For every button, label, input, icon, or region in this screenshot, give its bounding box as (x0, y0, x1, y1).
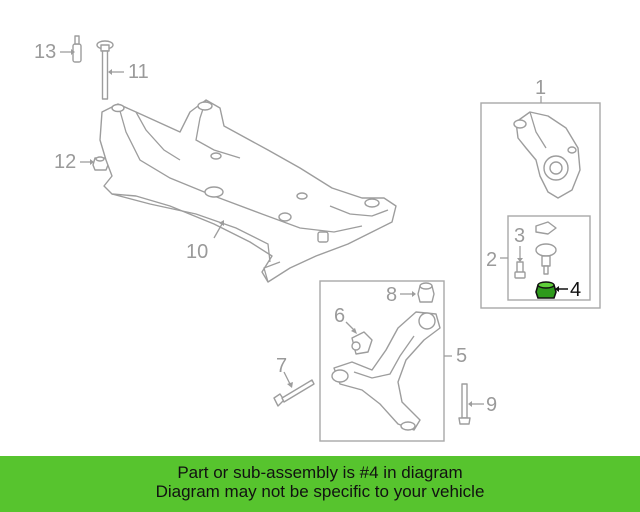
part-11-long-bolt[interactable] (96, 40, 114, 100)
info-banner: Part or sub-assembly is #4 in diagram Di… (0, 456, 640, 512)
part-9-bolt[interactable] (458, 383, 471, 425)
arrow-10 (219, 220, 224, 226)
callout-13[interactable]: 13 (34, 41, 56, 63)
part-10-subframe[interactable] (99, 99, 397, 283)
part-6-bushing[interactable] (351, 331, 373, 355)
part-8-bushing[interactable] (417, 282, 435, 303)
callout-6[interactable]: 6 (334, 305, 345, 327)
arrow-4 (555, 286, 559, 292)
callout-3[interactable]: 3 (514, 225, 525, 247)
arrow-12 (90, 159, 94, 165)
arrow-3 (517, 258, 523, 262)
box-5 (319, 280, 445, 442)
part-knuckle[interactable] (513, 111, 581, 199)
leader-6 (345, 321, 355, 331)
banner-line-2: Diagram may not be specific to your vehi… (155, 482, 485, 501)
leader-10 (213, 223, 223, 239)
arrow-8 (412, 291, 416, 297)
callout-8[interactable]: 8 (386, 284, 397, 306)
callout-12[interactable]: 12 (54, 151, 76, 173)
leader-7 (283, 371, 291, 385)
callout-4[interactable]: 4 (570, 279, 581, 301)
banner-line-1: Part or sub-assembly is #4 in diagram (177, 463, 463, 482)
callout-11[interactable]: 11 (128, 61, 149, 83)
part-3-bolt[interactable] (514, 261, 526, 279)
callout-7[interactable]: 7 (276, 355, 287, 377)
part-13-bolt[interactable] (72, 35, 82, 63)
part-7-bolt[interactable] (273, 379, 315, 407)
callout-2[interactable]: 2 (486, 249, 497, 271)
callout-9[interactable]: 9 (486, 394, 497, 416)
arrow-11 (108, 69, 112, 75)
part-4-highlighted[interactable] (535, 281, 557, 299)
arrow-13 (71, 49, 75, 55)
part-5-control-arm[interactable] (331, 311, 441, 431)
arrow-9 (468, 401, 472, 407)
part-12-nut[interactable] (92, 156, 109, 171)
arrow-7 (287, 382, 293, 388)
callout-10[interactable]: 10 (186, 241, 208, 263)
callout-1[interactable]: 1 (535, 77, 546, 99)
arrow-6 (351, 328, 357, 334)
callout-5[interactable]: 5 (456, 345, 467, 367)
part-ball-joint[interactable] (535, 221, 557, 275)
